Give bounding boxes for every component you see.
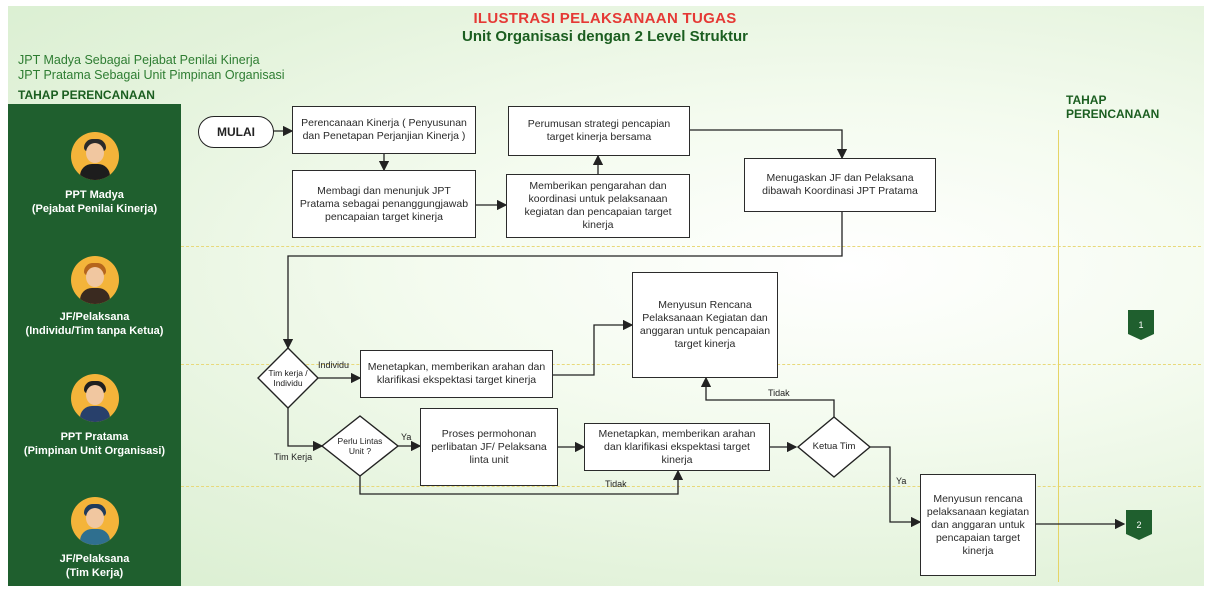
decision-label-timkerja: Tim kerja / Individu [268,368,308,388]
box-menetapkan-individu: Menetapkan, memberikan arahan dan klarif… [360,350,553,398]
lane-ppt-pratama: PPT Pratama (Pimpinan Unit Organisasi) [8,430,181,458]
box-perumusan-strategi: Perumusan strategi pencapian target kine… [508,106,690,156]
phase-label-right-line2: PERENCANAAN [1066,107,1160,121]
connector-badge-1: 1 [1128,310,1154,340]
role-desc: (Tim Kerja) [65,567,124,579]
box-rencana-tim: Menyusun rencana pelaksanaan kegiatan da… [920,474,1036,576]
connector-badge-2: 2 [1126,510,1152,540]
legend-line-1: JPT Madya Sebagai Pejabat Penilai Kinerj… [18,53,260,67]
phase-label-right-line1: TAHAP [1066,93,1107,107]
box-menugaskan-jf: Menugaskan JF dan Pelaksana dibawah Koor… [744,158,936,212]
jf-pelaksana-tim-avatar-icon [71,497,119,545]
decision-diamond-lintas [320,415,400,477]
box-memberikan-pengarahan: Memberikan pengarahan dan koordinasi unt… [506,174,690,238]
lane-ppt-madya: PPT Madya (Pejabat Penilai Kinerja) [8,188,181,216]
edge-label-tidak-1: Tidak [605,479,627,489]
diagram-title: ILUSTRASI PELAKSANAAN TUGAS [473,10,737,27]
role-name: JF/Pelaksana [59,311,130,323]
role-desc: (Pimpinan Unit Organisasi) [23,445,166,457]
box-proses-permohonan: Proses permohonan perlibatan JF/ Pelaksa… [420,408,558,486]
phase-label-left: TAHAP PERENCANAAN [18,88,155,102]
box-menetapkan-tim: Menetapkan, memberikan arahan dan klarif… [584,423,770,471]
decision-diamond-ketua [796,416,872,478]
edge-label-tidak-2: Tidak [768,388,790,398]
ppt-madya-avatar-icon [71,132,119,180]
box-perencanaan-kinerja: Perencanaan Kinerja ( Penyusunan dan Pen… [292,106,476,154]
decision-label-ketua: Ketua Tim [812,441,856,452]
edge-label-tim-kerja: Tim Kerja [274,452,313,462]
lane-separator [181,486,1201,487]
lane-separator [181,246,1201,247]
start-terminator: MULAI [198,116,274,148]
box-membagi-menunjuk: Membagi dan menunjuk JPT Pratama sebagai… [292,170,476,238]
legend-line-2: JPT Pratama Sebagai Unit Pimpinan Organi… [18,68,285,82]
diagram-subtitle: Unit Organisasi dengan 2 Level Struktur [462,28,748,45]
decision-label-lintas: Perlu Lintas Unit ? [337,436,383,456]
phase-label-right: TAHAP PERENCANAAN [1066,93,1159,121]
phase-divider-line [1058,130,1059,582]
edge-label-ya-1: Ya [401,432,412,442]
box-rencana-individu: Menyusun Rencana Pelaksanaan Kegiatan da… [632,272,778,378]
lane-jf-individu: JF/Pelaksana (Individu/Tim tanpa Ketua) [8,310,181,338]
edge-label-individu: Individu [318,360,350,370]
role-name: JF/Pelaksana [59,553,130,565]
role-desc: (Individu/Tim tanpa Ketua) [25,325,164,337]
jf-pelaksana-individu-avatar-icon [71,256,119,304]
role-name: PPT Madya [65,189,124,201]
role-desc: (Pejabat Penilai Kinerja) [31,203,158,215]
edge-label-ya-2: Ya [896,476,907,486]
ppt-pratama-avatar-icon [71,374,119,422]
role-name: PPT Pratama [60,431,129,443]
decision-diamond-timkerja [257,347,319,409]
lane-jf-tim: JF/Pelaksana (Tim Kerja) [8,552,181,580]
